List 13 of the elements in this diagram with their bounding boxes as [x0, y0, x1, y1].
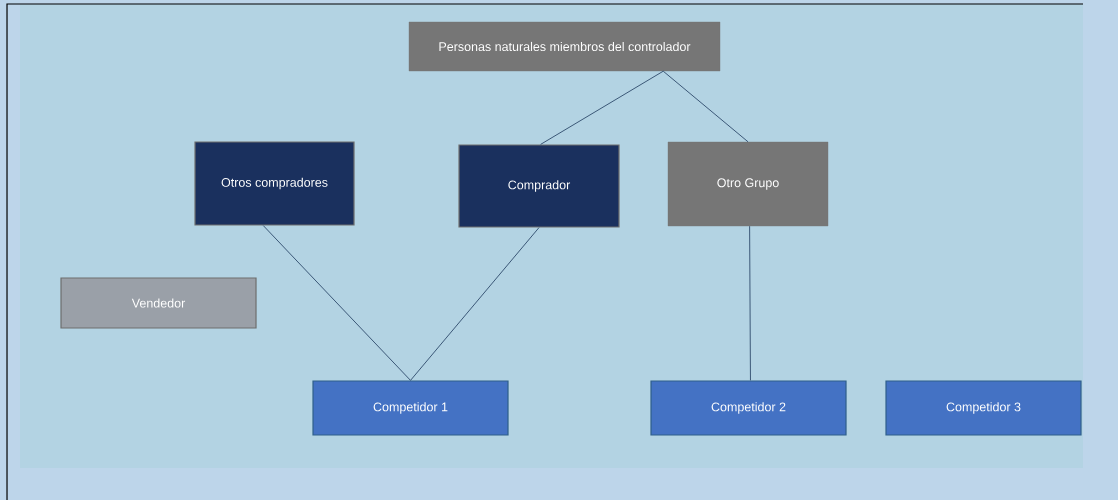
process-box: Vendedor: [60, 277, 257, 329]
connector-line: [749, 225, 751, 381]
connector-line: [410, 227, 540, 381]
process-box: Otro Grupo: [667, 141, 829, 227]
process-box: Competidor 1: [312, 380, 509, 436]
process-box: Competidor 3: [885, 380, 1082, 436]
connector-line: [262, 225, 411, 381]
process-box: Otros compradores: [194, 141, 355, 226]
process-box: Comprador: [458, 144, 620, 228]
process-box: Personas naturales miembros del controlador: [408, 21, 721, 72]
connector-line: [662, 70, 749, 143]
process-box: Competidor 2: [650, 380, 847, 436]
connector-line: [540, 70, 664, 145]
